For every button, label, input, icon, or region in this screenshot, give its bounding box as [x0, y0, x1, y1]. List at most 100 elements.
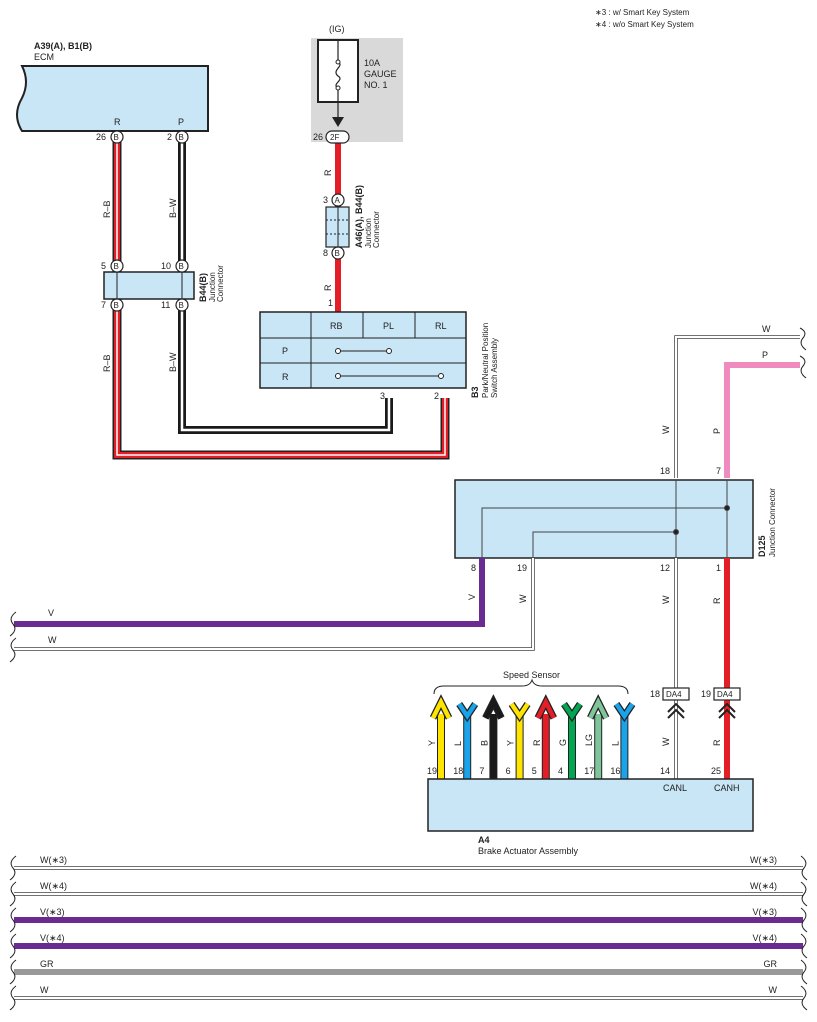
speed-wire-pin: 18: [453, 766, 463, 776]
fuse-name: GAUGE: [364, 69, 397, 79]
d125-l1: Junction Connector: [768, 488, 777, 557]
break-mark-w: [799, 327, 807, 351]
d125-pin-19: 19: [517, 563, 527, 573]
pnp-contact-p: [335, 348, 392, 354]
ecm-pin-2: 2: [167, 132, 172, 142]
speed-wire-pin: 17: [584, 766, 594, 776]
bus-label-left: W: [40, 985, 49, 995]
speed-wire-color-label: Y: [506, 740, 516, 746]
speed-wire-color-label: G: [558, 739, 568, 746]
da4-pin-18: 18: [650, 689, 660, 699]
pnp-l2: Switch Assembly: [490, 338, 499, 398]
wire-label-w-top: W: [762, 324, 771, 334]
jc-a46-conn-a: A: [335, 196, 341, 205]
wire-label-w-d125: W: [661, 425, 671, 434]
bus-wire-0: W(∗3)W(∗3): [9, 855, 808, 881]
fuse-no: NO. 1: [364, 80, 388, 90]
fuse-pin-26: 26: [313, 132, 323, 142]
jc-b44-pin-11: 11: [161, 300, 170, 310]
a4-name: Brake Actuator Assembly: [478, 846, 579, 856]
fuse-conn-2f: [325, 130, 350, 144]
pnp-col-rl: RL: [435, 321, 447, 331]
wire-label-v-left: V: [48, 608, 54, 618]
ecm-name: ECM: [34, 52, 54, 62]
pnp-l1: Park/Neutral Position: [481, 323, 490, 398]
pnp-pin-1: 1: [328, 298, 333, 308]
speed-wire-color-label: R: [532, 739, 542, 746]
break-mark-v-left: [9, 611, 17, 637]
bus-wire-3: V(∗4) V(∗4): [9, 933, 808, 959]
wire-w-left: [14, 558, 535, 651]
jc-b44-conn-11: B: [179, 301, 184, 310]
break-mark-p: [799, 355, 807, 379]
jc-b44-pin-10: 10: [161, 261, 171, 271]
bus-label-left: W(∗3): [40, 855, 67, 865]
da4-pin-19: 19: [701, 689, 711, 699]
ecm-conn-b2-circle: [175, 130, 189, 144]
fuse-conn-label: 2F: [330, 133, 339, 142]
wire-label-w-left: W: [48, 635, 57, 645]
wire-v-left: [14, 558, 485, 627]
jc-b44-pins: [110, 259, 189, 312]
speed-wire-rl+: R5RL+: [532, 694, 557, 793]
d125-box: [454, 479, 754, 559]
d125-pin-12: 12: [660, 563, 670, 573]
speed-wire-pin: 7: [479, 766, 484, 776]
wire-label-bw-2: B–W: [168, 352, 178, 372]
bus-label-right: V(∗4): [752, 933, 777, 943]
d125-pin-18: 18: [660, 466, 670, 476]
note-smart-key: ∗3 : w/ Smart Key System: [595, 8, 690, 17]
wire-label-w-d125-19: W: [518, 594, 528, 603]
pnp-pin-3: 3: [380, 391, 385, 401]
bus-label-left: GR: [40, 959, 54, 969]
da4-conn-19: [713, 687, 741, 701]
wire-label-r-2: R: [323, 284, 333, 291]
pnp-contact-r: [335, 373, 444, 379]
jc-b44-ref: B44(B): [198, 273, 208, 302]
wire-label-p-top: P: [762, 350, 768, 360]
d125-internal-lines: [481, 480, 730, 558]
jc-a46-conn-b: B: [335, 249, 340, 258]
break-mark-w-left: [9, 637, 17, 663]
da4-conn-18: [662, 687, 690, 701]
bus-wire-1: W(∗4) W(∗4): [9, 881, 808, 907]
bus-label-left: V(∗3): [40, 907, 65, 917]
jc-b44-l2: Connector: [216, 265, 225, 302]
bus-label-right: GR: [764, 959, 778, 969]
bus-label-left: V(∗4): [40, 933, 65, 943]
jc-a46-l2: Connector: [372, 211, 381, 248]
ecm-wire-r-label: R: [114, 117, 121, 127]
a4-pin-canl: 14: [660, 766, 670, 776]
d125-pin-1: 1: [716, 563, 721, 573]
jc-b44-conn-5: B: [114, 262, 119, 271]
pnp-ref: B3: [470, 386, 480, 398]
speed-wire-rl–: G4RL–: [558, 702, 583, 793]
wire-label-r-canh: R: [712, 597, 722, 604]
jc-b44-pin-7: 7: [101, 300, 106, 310]
wire-label-p-d125: P: [712, 428, 722, 434]
bus-label-right: W(∗4): [750, 881, 777, 891]
speed-sensor-brace: [433, 678, 629, 695]
speed-wire-fr–: Y6FR–: [506, 702, 531, 793]
bus-wires: W(∗3)W(∗3)W(∗4)W(∗4)V(∗3)V(∗3)V(∗4)V(∗4)…: [9, 855, 808, 1011]
bus-label-left: W(∗4): [40, 881, 67, 891]
ecm-box: [16, 65, 209, 132]
speed-wire-pin: 4: [558, 766, 563, 776]
a4-ref: A4: [478, 835, 490, 845]
fuse-arrow: [332, 117, 344, 127]
speed-wire-color-label: L: [610, 741, 620, 746]
jc-a46-bot-circle: [331, 246, 345, 260]
wire-label-r-1: R: [323, 169, 333, 176]
wire-label-rb-1: R–B: [102, 200, 112, 218]
pnp-row-p: P: [282, 346, 288, 356]
wire-label-v-d125: V: [467, 594, 477, 600]
speed-wire-color-label: LG: [584, 734, 594, 746]
ecm-pin-26: 26: [96, 132, 106, 142]
d125-pin-7: 7: [716, 466, 721, 476]
ecm-conn-b2: B: [179, 133, 184, 142]
jc-a46-pin-8: 8: [323, 248, 328, 258]
pnp-col-rb: RB: [330, 321, 343, 331]
jc-b44-l1: Junction: [208, 272, 217, 302]
da4-chevron-18: [667, 702, 685, 719]
